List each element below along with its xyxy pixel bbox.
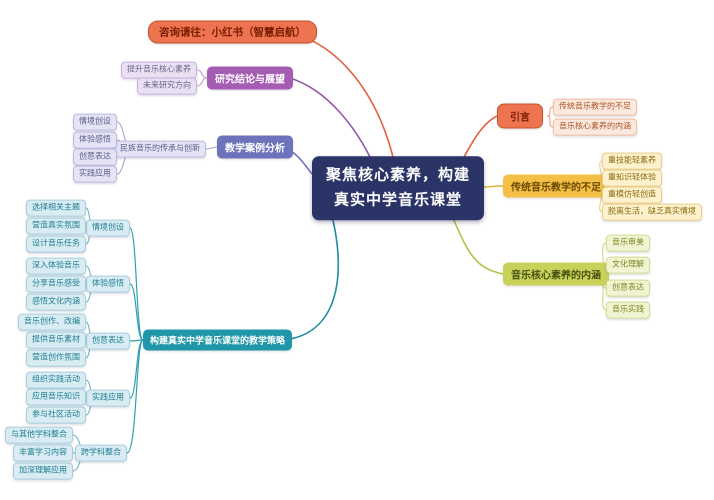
sub-line [196, 69, 208, 79]
leaf-node[interactable]: 营造真实氛围 [26, 217, 86, 235]
leaf-node[interactable]: 音乐实践 [606, 301, 650, 319]
consult-callout-node[interactable]: 咨询请往：小红书（智慧启航） [148, 20, 317, 44]
branch-strategy-node[interactable]: 构建真实中学音乐课堂的教学策略 [143, 329, 293, 351]
sub-line [196, 77, 208, 87]
leaf-node[interactable]: 传统音乐教学的不足 [553, 98, 637, 116]
leaf-node[interactable]: 组织实践活动 [26, 371, 86, 389]
branch-case-analysis-node[interactable]: 教学案例分析 [217, 135, 293, 159]
leaf-node[interactable]: 重知识轻体验 [602, 169, 662, 187]
leaf-node[interactable]: 深入体验音乐 [26, 257, 86, 275]
leaf-node[interactable]: 分享音乐感受 [26, 275, 86, 293]
sub-line [546, 115, 554, 128]
leaf-node[interactable]: 加深理解应用 [13, 462, 73, 480]
leaf-node[interactable]: 重模仿轻创造 [602, 186, 662, 204]
leaf-node[interactable]: 脱离生活，缺乏真实情境 [602, 203, 702, 221]
sub-line [129, 339, 144, 342]
branch-intro-node[interactable]: 引言 [497, 103, 543, 129]
sub-line [129, 227, 144, 341]
leaf-node[interactable]: 未来研究方向 [137, 77, 197, 95]
group-node[interactable]: 体验感悟 [86, 275, 130, 293]
leaf-node[interactable]: 丰富学习内容 [13, 444, 73, 462]
leaf-node[interactable]: 文化理解 [606, 256, 650, 274]
group-node[interactable]: 创意表达 [86, 332, 130, 350]
leaf-node[interactable]: 提升音乐核心素养 [121, 61, 197, 79]
branch-line-strategy [283, 215, 340, 341]
leaf-node[interactable]: 提供音乐素材 [26, 331, 86, 349]
leaf-node[interactable]: 参与社区活动 [26, 406, 86, 424]
sub-line [205, 146, 218, 150]
sub-line [126, 339, 144, 454]
leaf-node[interactable]: 情境创设 [73, 113, 117, 131]
leaf-node[interactable]: 设计音乐任务 [26, 235, 86, 253]
branch-connotation-node[interactable]: 音乐核心素养的内涵 [503, 262, 609, 286]
leaf-node[interactable]: 重技能轻素养 [602, 152, 662, 170]
leaf-node[interactable]: 音乐审美 [606, 234, 650, 252]
leaf-node[interactable]: 体验感悟 [73, 131, 117, 149]
topic-node[interactable]: 民族音乐的传承与创新 [114, 140, 206, 158]
leaf-node[interactable]: 应用音乐知识 [26, 388, 86, 406]
leaf-node[interactable]: 音乐核心素养的内涵 [553, 118, 637, 136]
branch-line-consult [287, 31, 395, 162]
leaf-node[interactable]: 感悟文化内涵 [26, 293, 86, 311]
leaf-node[interactable]: 创意表达 [606, 279, 650, 297]
central-topic-node[interactable]: 聚焦核心素养，构建真实中学音乐课堂 [312, 156, 484, 220]
branch-line-connotation [451, 215, 504, 275]
branch-line-intro [461, 115, 498, 162]
branch-deficiency-node[interactable]: 传统音乐教学的不足 [503, 174, 609, 198]
leaf-node[interactable]: 实践应用 [73, 165, 117, 183]
leaf-node[interactable]: 创意表达 [73, 148, 117, 166]
leaf-node[interactable]: 营造创作氛围 [26, 349, 86, 367]
leaf-node[interactable]: 与其他学科整合 [5, 426, 73, 444]
group-node[interactable]: 实践应用 [86, 389, 130, 407]
branch-line-deficiency [481, 185, 504, 188]
branch-conclusion-node[interactable]: 研究结论与展望 [207, 66, 293, 90]
leaf-node[interactable]: 选择相关主题 [26, 199, 86, 217]
leaf-node[interactable]: 音乐创作、改编 [18, 313, 86, 331]
sub-line [129, 283, 144, 341]
group-node[interactable]: 情境创设 [86, 219, 130, 237]
branch-line-conclusion [289, 77, 373, 162]
group-node[interactable]: 跨学科整合 [75, 444, 127, 462]
